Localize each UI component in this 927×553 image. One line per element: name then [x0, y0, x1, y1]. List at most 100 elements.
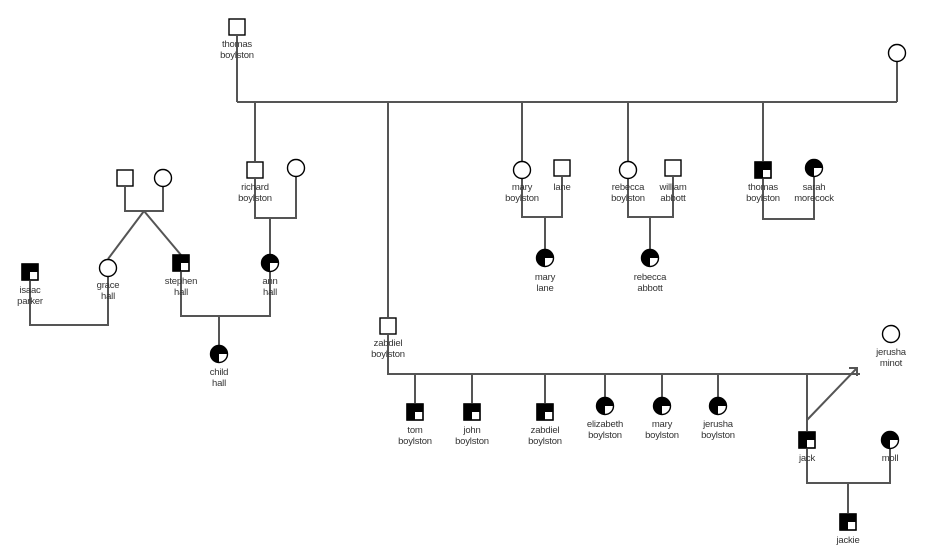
relationship-line — [107, 210, 145, 260]
affected-fill — [799, 432, 815, 448]
male-square-outline — [21, 263, 39, 281]
relationship-line — [180, 272, 271, 317]
person-name-label: minot — [880, 358, 903, 369]
person-name-label: child — [210, 367, 229, 378]
person-wife-top[interactable] — [887, 43, 907, 63]
person-name-label: boylston — [505, 193, 539, 204]
person-name-label: hall — [212, 378, 226, 389]
affected-fill — [755, 162, 771, 178]
affected-fill — [22, 264, 38, 280]
relationship-line — [806, 449, 891, 484]
person-moll[interactable]: moll — [880, 430, 900, 465]
male-square-icon — [228, 18, 246, 36]
relationship-line — [254, 177, 297, 219]
person-name-label: thomas — [222, 39, 252, 50]
person-name-label: abbott — [660, 193, 686, 204]
relationship-lines — [29, 36, 898, 513]
person-name-label: lane — [536, 283, 553, 294]
person-name-label: mary — [512, 182, 533, 193]
affected-fill — [805, 159, 823, 177]
female-circle-icon — [887, 43, 907, 63]
male-square-outline — [839, 513, 857, 531]
person-name-label: ann — [262, 276, 277, 287]
relationship-line — [29, 277, 109, 326]
relationship-line — [143, 210, 182, 256]
relationship-line — [521, 177, 563, 218]
person-name-label: grace — [97, 280, 120, 291]
person-hall-father[interactable] — [116, 169, 134, 187]
male-square-outline — [536, 403, 554, 421]
person-name-label: boylston — [611, 193, 645, 204]
affected-fill — [653, 397, 671, 415]
person-name-label: jackie — [835, 535, 859, 546]
female-circle-icon — [618, 160, 638, 180]
person-name-label: boylston — [371, 349, 405, 360]
person-jackie[interactable]: jackie — [835, 513, 860, 546]
person-name-label: mary — [652, 419, 673, 430]
person-name-label: rebecca — [634, 272, 667, 283]
person-name-label: moll — [882, 453, 899, 464]
affected-fill — [173, 255, 189, 271]
affected-fill — [210, 345, 228, 363]
person-name-label: boylston — [398, 436, 432, 447]
person-jack[interactable]: jack — [798, 431, 816, 464]
male-square-outline — [754, 161, 772, 179]
person-name-label: zabdiel — [531, 425, 560, 436]
female-circle-icon — [153, 168, 173, 188]
person-lane[interactable]: lane — [553, 159, 571, 193]
person-name-label: boylston — [588, 430, 622, 441]
person-name-label: boylston — [528, 436, 562, 447]
female-circle-icon — [98, 258, 118, 278]
person-richard-wife[interactable] — [286, 158, 306, 178]
person-hall-mother[interactable] — [153, 168, 173, 188]
person-name-label: abbott — [637, 283, 663, 294]
person-name-label: hall — [263, 287, 277, 298]
person-name-label: richard — [241, 182, 269, 193]
male-square-icon — [379, 317, 397, 335]
person-name-label: tom — [407, 425, 423, 436]
male-square-icon — [664, 159, 682, 177]
person-name-label: jerusha — [875, 347, 907, 358]
person-name-label: lane — [553, 182, 570, 193]
female-circle-icon — [881, 324, 901, 344]
pedigree-nodes: thomasboylstonrichardboylstonannhallgrac… — [17, 18, 907, 546]
person-name-label: boylston — [220, 50, 254, 61]
person-name-label: hall — [174, 287, 188, 298]
female-circle-icon — [512, 160, 532, 180]
person-name-label: thomas — [748, 182, 778, 193]
relationship-line — [387, 335, 860, 375]
person-name-label: isaac — [19, 285, 41, 296]
person-name-label: john — [462, 425, 480, 436]
male-square-icon — [246, 161, 264, 179]
affected-fill — [261, 254, 279, 272]
person-name-label: boylston — [701, 430, 735, 441]
male-square-outline — [798, 431, 816, 449]
person-name-label: rebecca — [612, 182, 645, 193]
relationship-line — [806, 367, 858, 421]
person-name-label: parker — [17, 296, 43, 307]
male-square-outline — [172, 254, 190, 272]
